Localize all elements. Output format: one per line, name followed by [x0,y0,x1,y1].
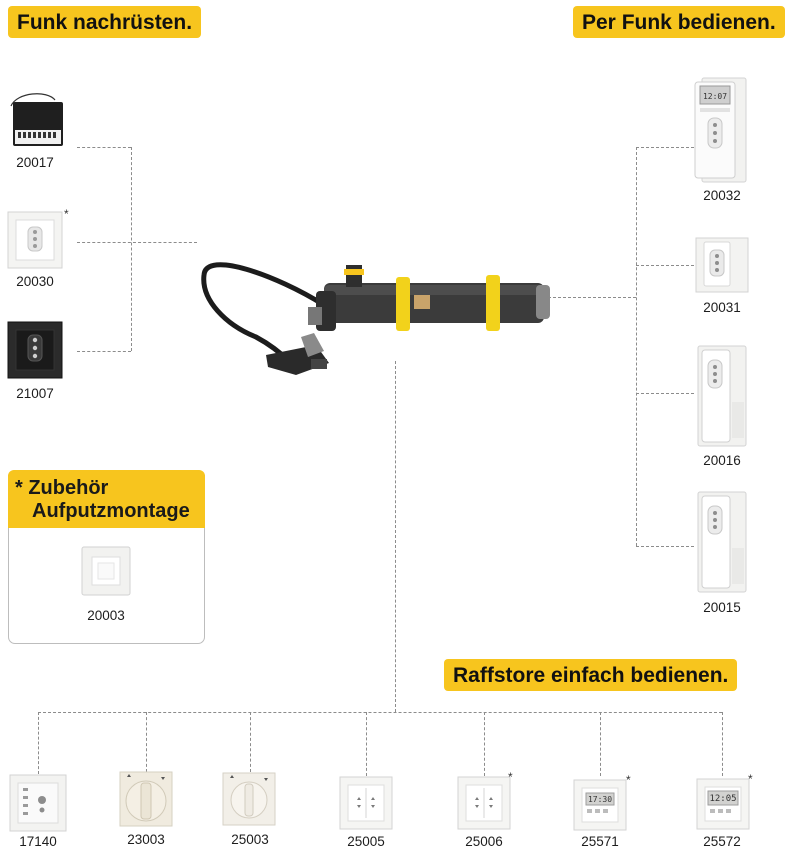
device-code: 20032 [703,188,741,203]
svg-text:12:05: 12:05 [709,794,736,804]
svg-text:17:30: 17:30 [588,795,612,804]
black-wall-transmitter-icon [7,321,63,379]
asterisk-mark: * [508,770,513,784]
device-code: 20015 [703,600,741,615]
connector-line [548,297,636,298]
heading-funk-nachruesten: Funk nachrüsten. [8,6,202,38]
connector-line [636,147,694,148]
connector-line [395,361,396,712]
accessory-heading: * Zubehör Aufputzmontage [8,470,205,528]
device-code: 17140 [19,834,57,849]
device-code: 25572 [703,834,741,849]
radio-actuator-module-icon [7,92,67,150]
device-code: 23003 [127,832,165,847]
accessory-title: * Zubehör [15,477,109,499]
connector-line [77,147,131,148]
connector-line [146,712,147,772]
connector-line [131,147,132,351]
connector-line [636,393,694,394]
handheld-timer-transmitter-icon: 12:07 [694,76,750,184]
connector-line [636,147,637,546]
asterisk-mark: * [64,207,69,221]
device-code: 20031 [703,300,741,315]
handheld-transmitter-with-holder-icon [694,344,750,448]
timer-display-switch-icon: 17:30 [573,779,627,831]
tubular-motor-icon [196,255,552,385]
device-code: 25571 [581,834,619,849]
connector-line [600,712,601,776]
surface-mount-box-icon [80,545,132,597]
rocker-switch-icon [339,776,393,830]
connector-line [38,712,39,774]
connector-line [366,712,367,776]
device-code: 20030 [16,274,54,289]
heading-raffstore-bedienen: Raffstore einfach bedienen. [444,659,738,691]
accessory-subtitle: Aufputzmontage [32,500,190,522]
connector-line [250,712,251,772]
device-code: 25003 [231,832,269,847]
timer-display-switch-icon: 12:05 [696,778,750,830]
connector-line [636,546,694,547]
device-code: 20003 [87,608,125,623]
svg-text:12:07: 12:07 [703,92,727,101]
connector-line [38,712,722,713]
connector-line [484,712,485,776]
rotary-switch-cream-icon [119,771,173,827]
device-code: 25006 [465,834,503,849]
device-code: 21007 [16,386,54,401]
rocker-switch-icon [457,776,511,830]
white-wall-transmitter-icon [7,211,63,269]
handheld-transmitter-with-holder-icon [694,490,750,594]
connector-line [636,265,694,266]
connector-line [77,242,197,243]
device-code: 20017 [16,155,54,170]
keypad-switch-icon [9,774,67,832]
rotary-switch-white-icon [222,772,276,826]
asterisk-mark: * [626,773,631,787]
device-code: 20016 [703,453,741,468]
connector-line [722,712,723,776]
connector-line [77,351,131,352]
asterisk-mark: * [748,772,753,786]
wall-transmitter-with-holder-icon [694,236,750,294]
heading-per-funk-bedienen: Per Funk bedienen. [573,6,785,38]
device-code: 25005 [347,834,385,849]
